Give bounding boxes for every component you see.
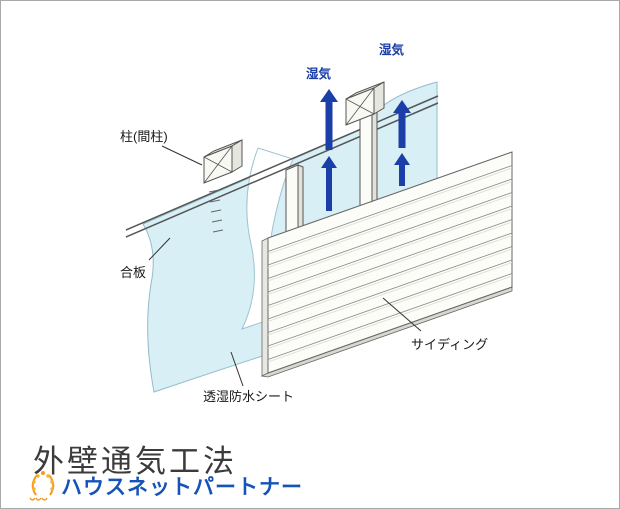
brand-logo-icon [29, 471, 55, 501]
up-arrow-icon [320, 89, 338, 150]
sheet-leader-line [230, 351, 244, 387]
moisture-label-right: 湿気 [379, 42, 405, 57]
siding-panel [260, 151, 513, 378]
plywood-leader-line [148, 237, 171, 261]
leader-lines [148, 145, 422, 387]
breathable-sheet-label: 透湿防水シート [203, 389, 294, 404]
siding-leader-line [382, 297, 422, 332]
stud-nail-ticks [208, 189, 224, 233]
top-rail-lines [125, 95, 439, 238]
plywood-label: 合板 [120, 265, 146, 280]
up-arrow-icon [393, 100, 411, 148]
up-arrow-icon [394, 153, 410, 186]
siding-label: サイディング [411, 337, 488, 352]
siding-plank-lines [267, 165, 513, 360]
up-arrow-icon [321, 156, 337, 211]
stud-cap-left [203, 139, 243, 184]
brand-row: ハウスネットパートナー [26, 469, 303, 503]
stud-cap-right [345, 81, 385, 126]
brand-name: ハウスネットパートナー [61, 476, 303, 499]
page-title: 外壁通気工法 [33, 444, 237, 479]
siding-left-thickness [261, 237, 269, 377]
moisture-label-left: 湿気 [306, 66, 332, 81]
moisture-arrows [320, 89, 411, 211]
post-label: 柱(間柱) [120, 129, 168, 144]
siding-plank-shadow-lines [267, 167, 513, 363]
post-leader-line [161, 145, 203, 166]
